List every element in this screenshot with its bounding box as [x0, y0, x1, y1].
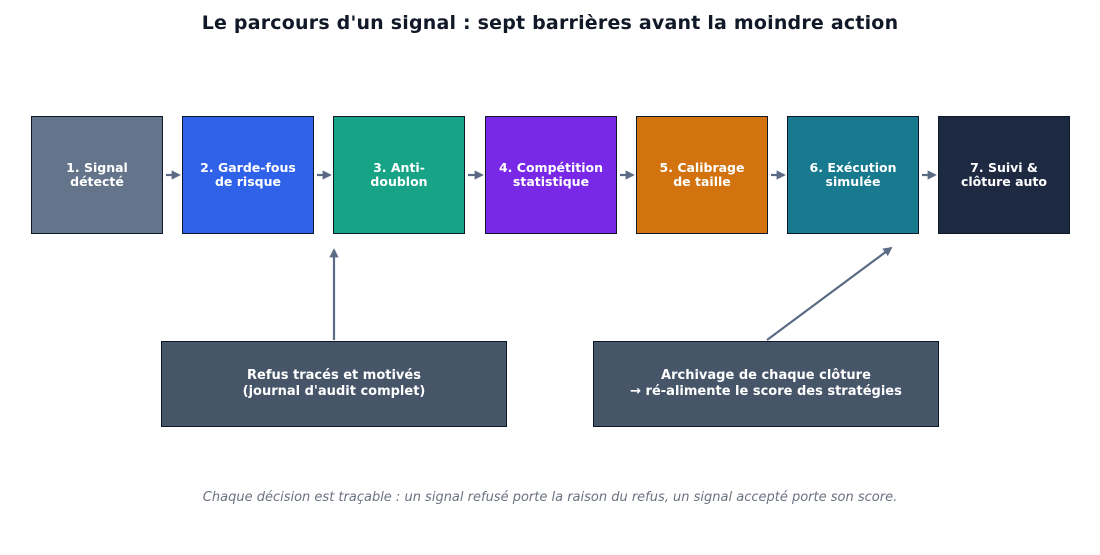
step-risk-guardrails: 2. Garde-fous de risque: [182, 116, 314, 234]
note-rejections-audit: Refus tracés et motivés (journal d'audit…: [161, 341, 507, 427]
step-size-calibration: 5. Calibrage de taille: [636, 116, 768, 234]
note-archiving-feedback: Archivage de chaque clôture → ré-aliment…: [593, 341, 939, 427]
footer-caption: Chaque décision est traçable : un signal…: [202, 490, 898, 505]
step-statistical-competition: 4. Compétition statistique: [485, 116, 617, 234]
step-simulated-execution: 6. Exécution simulée: [787, 116, 919, 234]
diagram-title: Le parcours d'un signal : sept barrières…: [201, 12, 899, 34]
step-tracking-auto-close: 7. Suivi & clôture auto: [938, 116, 1070, 234]
step-anti-duplicate: 3. Anti- doublon: [333, 116, 465, 234]
step-signal-detected: 1. Signal détecté: [31, 116, 163, 234]
arrow-archiving-up: [766, 246, 893, 341]
